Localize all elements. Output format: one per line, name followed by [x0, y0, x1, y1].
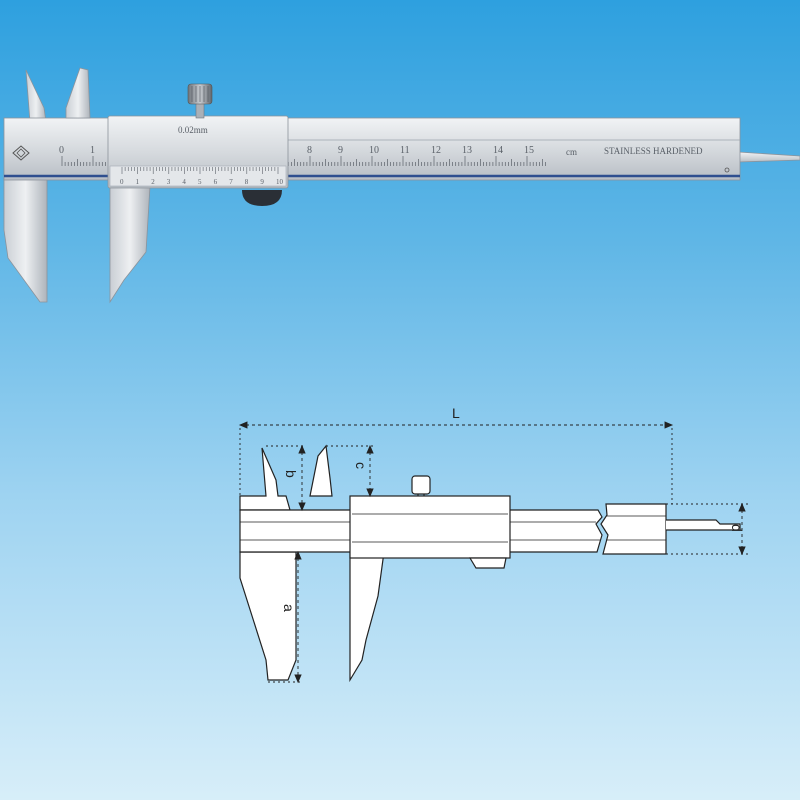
dim-label-d: d — [729, 524, 745, 532]
dim-label-a: a — [281, 604, 297, 612]
dimension-drawing — [239, 444, 741, 683]
dim-label-L: L — [452, 405, 460, 421]
material-label: STAINLESS HARDENED — [604, 146, 703, 156]
beam-screw — [724, 167, 730, 173]
drawing-slider-lower-jaw — [349, 551, 385, 683]
vernier-number: 0 — [120, 178, 124, 186]
vernier-number: 6 — [214, 178, 218, 186]
depth-rod — [737, 151, 800, 163]
thumb-wheel — [242, 190, 282, 206]
drawing-beam-right — [600, 503, 667, 555]
dim-label-c: c — [353, 462, 369, 469]
drawing-depth-rod — [666, 519, 741, 531]
vernier-number: 8 — [245, 178, 249, 186]
vernier-number: 1 — [136, 178, 140, 186]
dim-label-b: b — [283, 470, 299, 478]
vernier-number: 3 — [167, 178, 171, 186]
main-scale-number: 8 — [307, 145, 312, 156]
drawing-fixed-lower-jaw — [239, 551, 297, 681]
drawing-slider-upper-jaw — [309, 444, 333, 497]
main-scale-number: 12 — [431, 145, 441, 156]
slider-lower-jaw — [109, 185, 151, 304]
vernier-scale-ticks — [121, 167, 279, 174]
unit-label: cm — [566, 147, 577, 157]
locking-screw — [187, 83, 213, 119]
drawing-fixed-upper-jaw — [239, 447, 291, 511]
main-scale-number: 1 — [90, 145, 95, 156]
drawing-thumb-wheel — [468, 557, 507, 569]
drawing-locking-screw — [411, 475, 431, 495]
resolution-label: 0.02mm — [178, 125, 208, 135]
main-scale-number: 0 — [59, 145, 64, 156]
drawing-vernier-slider — [349, 495, 511, 559]
vernier-number: 5 — [198, 178, 202, 186]
main-scale-number: 9 — [338, 145, 343, 156]
vernier-number: 7 — [229, 178, 233, 186]
main-scale-number: 11 — [400, 145, 410, 156]
main-scale-number: 10 — [369, 145, 379, 156]
vernier-number: 9 — [260, 178, 264, 186]
main-scale-number: 14 — [493, 145, 503, 156]
main-scale-number: 13 — [462, 145, 472, 156]
caliper-photo: 0123456789101112131415 cm STAINLESS HARD… — [3, 67, 800, 304]
dimension-lines — [238, 421, 748, 684]
vernier-number: 4 — [182, 178, 186, 186]
vernier-scale-numbers: 0 1 2 3 4 5 6 7 8 9 10 — [120, 178, 284, 186]
fixed-lower-jaw — [3, 177, 48, 303]
main-scale-number: 15 — [524, 145, 534, 156]
fixed-upper-jaw — [25, 69, 47, 123]
slider-upper-jaw — [65, 67, 91, 119]
vernier-number: 10 — [276, 178, 284, 186]
vernier-number: 2 — [151, 178, 155, 186]
brand-logo — [12, 145, 30, 161]
